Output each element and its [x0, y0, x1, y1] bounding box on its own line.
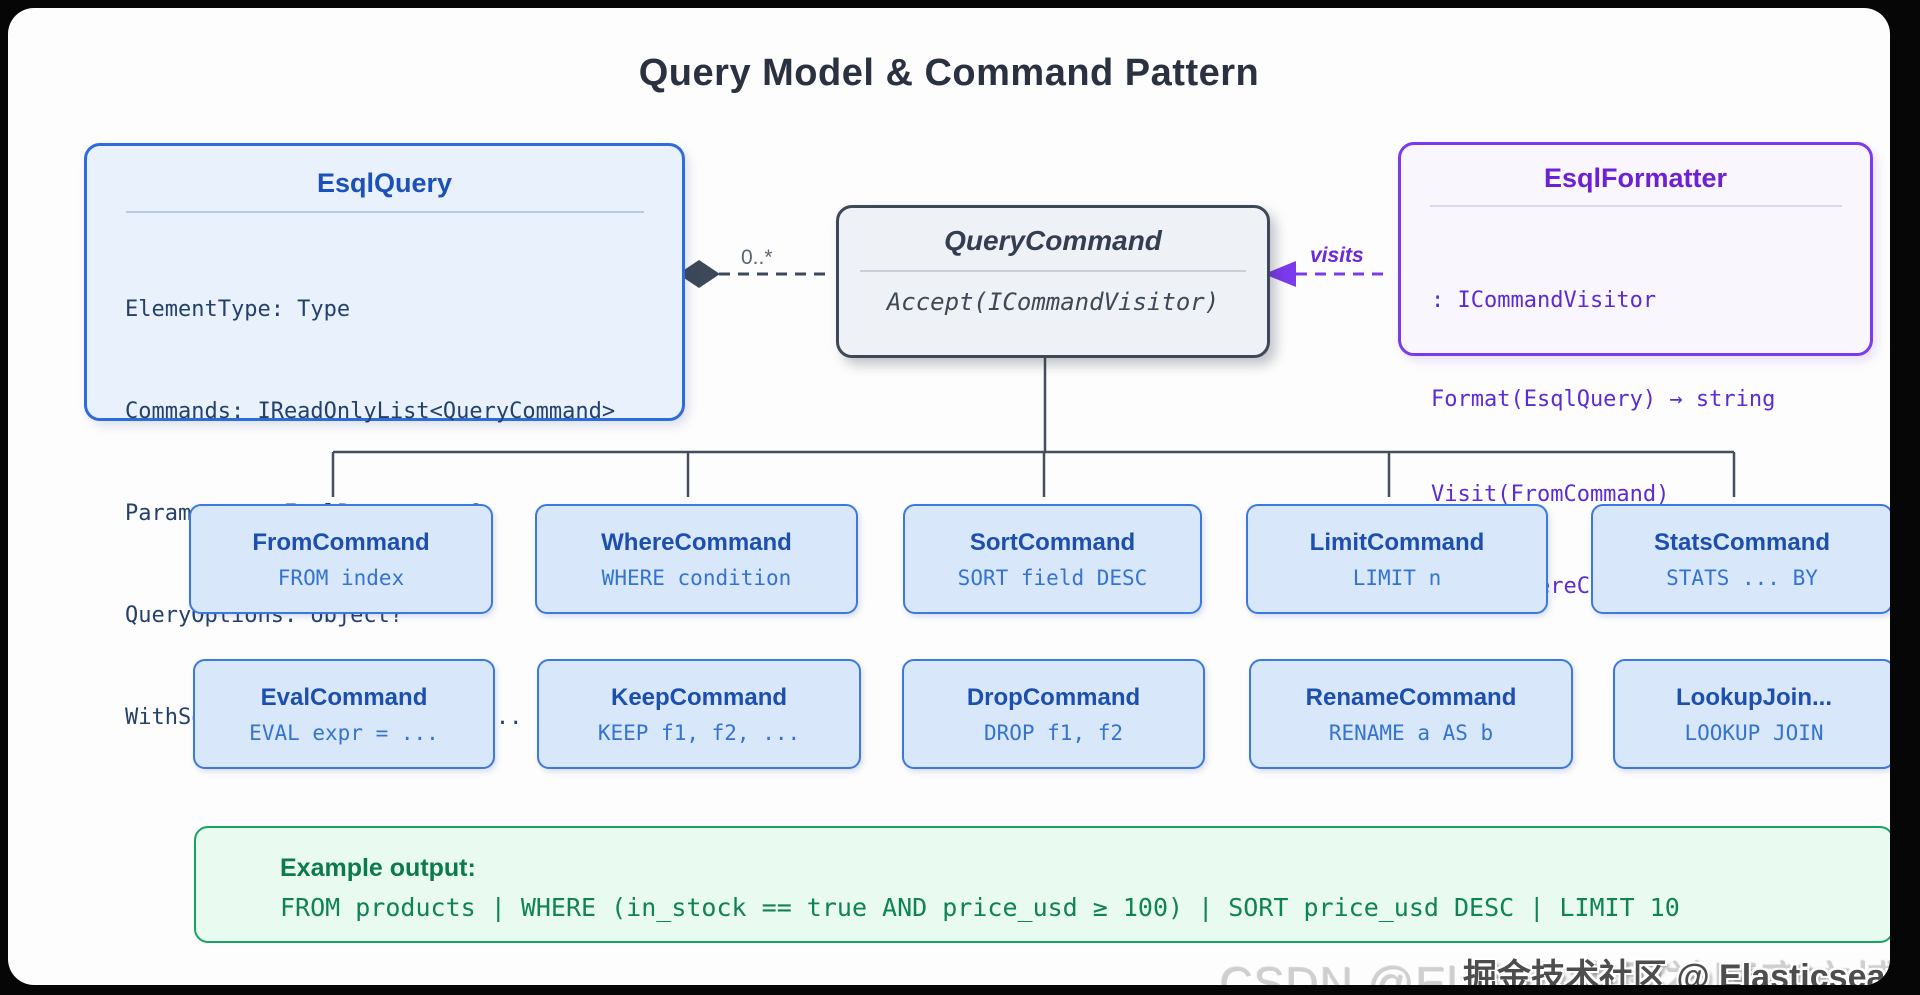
class-box-esqlquery: EsqlQuery ElementType: Type Commands: IR…	[84, 143, 685, 730]
command-box-drop: DropCommand DROP f1, f2	[902, 659, 1205, 769]
class-divider	[860, 270, 1246, 272]
command-box-where: WhereCommand WHERE condition	[535, 504, 858, 614]
diagram-canvas: Query Model & Command Pattern 0..* visit…	[8, 8, 1890, 985]
command-name: WhereCommand	[601, 528, 792, 556]
class-member: Visit(FromCommand)	[1431, 481, 1670, 507]
command-box-keep: KeepCommand KEEP f1, f2, ...	[537, 659, 861, 769]
command-box-lookupjoin: LookupJoin... LOOKUP JOIN	[1613, 659, 1890, 769]
command-syntax: LIMIT n	[1352, 565, 1442, 590]
command-syntax: RENAME a AS b	[1328, 720, 1494, 745]
command-name: RenameCommand	[1305, 683, 1517, 711]
watermark-juejin: 掘金技术社区 @ Elasticsearch	[1463, 958, 1890, 985]
command-name: FromCommand	[252, 528, 430, 556]
command-syntax: DROP f1, f2	[983, 720, 1124, 745]
page-title: Query Model & Command Pattern	[638, 52, 1260, 94]
class-divider	[1429, 205, 1842, 207]
command-name: LookupJoin...	[1676, 683, 1832, 711]
command-name: SortCommand	[969, 528, 1136, 556]
class-title: EsqlQuery	[316, 168, 453, 198]
command-syntax: EVAL expr = ...	[249, 720, 439, 745]
class-title: QueryCommand	[944, 225, 1162, 256]
composition-multiplicity-label: 0..*	[741, 246, 773, 269]
command-name: DropCommand	[966, 683, 1141, 711]
visits-label: visits	[1310, 244, 1364, 267]
command-name: EvalCommand	[260, 683, 428, 711]
command-syntax: STATS ... BY	[1666, 565, 1818, 590]
command-box-rename: RenameCommand RENAME a AS b	[1249, 659, 1573, 769]
class-member: ElementType: Type	[125, 297, 351, 322]
command-box-limit: LimitCommand LIMIT n	[1246, 504, 1548, 614]
command-syntax: LOOKUP JOIN	[1684, 720, 1824, 745]
command-box-stats: StatsCommand STATS ... BY	[1591, 504, 1890, 614]
command-syntax: FROM index	[277, 565, 405, 590]
example-label: Example output:	[280, 854, 476, 882]
class-member: Format(EsqlQuery) → string	[1431, 386, 1776, 412]
command-name: LimitCommand	[1309, 528, 1485, 556]
example-output-box: Example output: FROM products | WHERE (i…	[194, 826, 1890, 943]
command-syntax: WHERE condition	[601, 565, 792, 590]
example-code: FROM products | WHERE (in_stock == true …	[280, 893, 1680, 922]
class-divider	[125, 211, 644, 213]
command-syntax: KEEP f1, f2, ...	[597, 720, 801, 745]
watermark-csdn: CSDN @Elastic 中国社区官方博客	[1220, 958, 1890, 985]
command-box-sort: SortCommand SORT field DESC	[903, 504, 1202, 614]
command-box-eval: EvalCommand EVAL expr = ...	[193, 659, 495, 769]
command-name: StatsCommand	[1653, 528, 1831, 556]
class-title: EsqlFormatter	[1543, 163, 1728, 193]
class-member: Commands: IReadOnlyList<QueryCommand>	[125, 399, 616, 424]
command-name: KeepCommand	[610, 683, 788, 711]
class-box-querycommand: QueryCommand Accept(ICommandVisitor)	[836, 205, 1270, 358]
command-box-from: FromCommand FROM index	[189, 504, 493, 614]
class-box-esqlformatter: EsqlFormatter : ICommandVisitor Format(E…	[1398, 142, 1873, 599]
class-method: Accept(ICommandVisitor)	[886, 287, 1220, 316]
command-syntax: SORT field DESC	[957, 565, 1148, 590]
class-member: : ICommandVisitor	[1431, 287, 1657, 313]
